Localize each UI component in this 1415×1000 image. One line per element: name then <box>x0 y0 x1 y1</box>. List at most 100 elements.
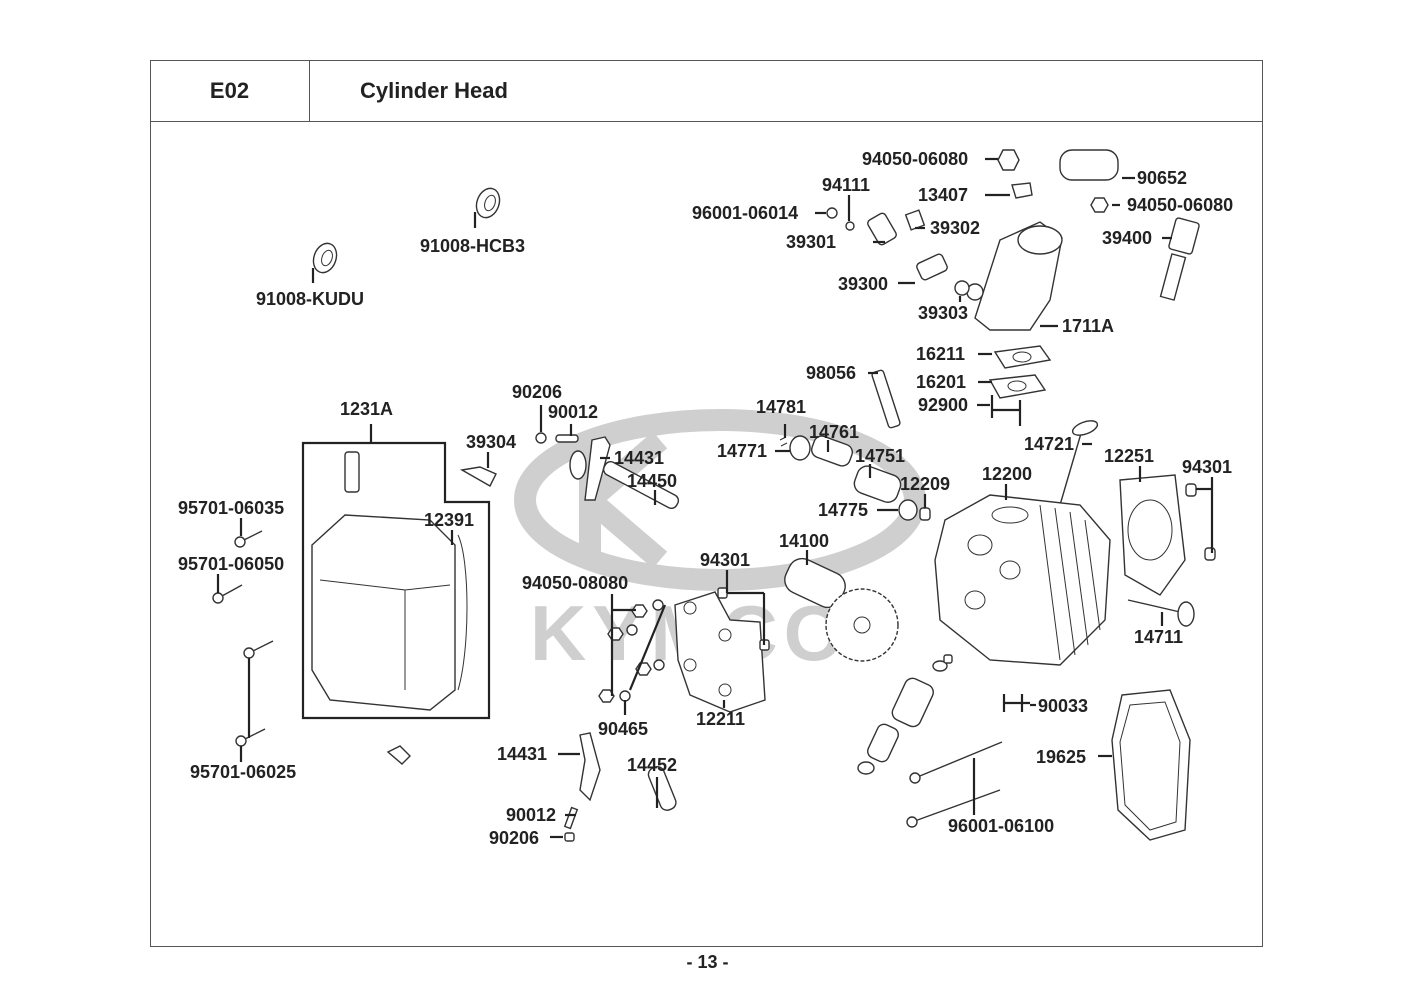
bearing-91008-hcb3 <box>473 187 501 228</box>
camshaft-holder-12211 <box>674 591 766 713</box>
part-label-94301: 94301 <box>700 550 750 570</box>
dowel-94301-a <box>1185 483 1216 561</box>
part-label-14100: 14100 <box>779 531 829 551</box>
part-label-1231A: 1231A <box>340 399 393 419</box>
seal-12209 <box>919 507 931 521</box>
cylinder-head-12200 <box>934 494 1111 666</box>
dowel-pins-92900 <box>990 395 1022 426</box>
part-label-90012: 90012 <box>506 805 556 825</box>
part-label-94050-06080: 94050-06080 <box>862 149 968 169</box>
bolt-95701-06035 <box>234 530 263 548</box>
group-bracket-1231A <box>301 441 491 720</box>
bolt-96001-06014 <box>826 207 838 219</box>
temperature-sensor-39400 <box>1168 217 1200 255</box>
washer-94111 <box>845 221 855 231</box>
breather-tube <box>344 451 360 493</box>
part-label-90033: 90033 <box>1038 696 1088 716</box>
cover-gasket-12391 <box>457 534 468 691</box>
part-label-1711A: 1711A <box>1062 316 1114 336</box>
cover-gasket-19625 <box>1111 689 1191 841</box>
spring-14761 <box>810 435 854 467</box>
part-label-90652: 90652 <box>1137 168 1187 188</box>
part-label-14751: 14751 <box>855 446 905 466</box>
rocker-arm-group-lower <box>563 732 677 842</box>
spring-14751 <box>853 465 902 503</box>
part-label-14775: 14775 <box>818 500 868 520</box>
screw-90012-b <box>563 806 579 830</box>
part-label-96001-06100: 96001-06100 <box>948 816 1054 836</box>
valve-14721 <box>1059 420 1099 506</box>
bolt-95701-06050 <box>212 584 243 604</box>
part-label-14761: 14761 <box>809 422 859 442</box>
cylinder-head-cover-group <box>301 441 491 720</box>
part-label-14771: 14771 <box>717 441 767 461</box>
injector-39300 <box>916 253 948 281</box>
clip-part <box>386 745 411 765</box>
part-label-92900: 92900 <box>918 395 968 415</box>
part-label-16201: 16201 <box>916 372 966 392</box>
hose-clamp-90652 <box>1059 149 1119 181</box>
gasket-16201 <box>988 374 1047 399</box>
head-gasket-12251 <box>1119 474 1186 596</box>
part-label-12209: 12209 <box>900 474 950 494</box>
exhaust-valve-spring-group <box>857 654 953 775</box>
rocker-shaft-14450 <box>602 460 680 510</box>
part-labels: 94050-06080 90652 94050-06080 94111 1340… <box>178 149 1233 848</box>
part-label-94301: 94301 <box>1182 457 1232 477</box>
nut-94050-06080-b <box>1090 197 1109 213</box>
bracket-13407 <box>1011 182 1033 199</box>
diagram-frame <box>150 60 1263 947</box>
seat-14775 <box>898 499 918 521</box>
part-label-96001-06014: 96001-06014 <box>692 203 798 223</box>
o-ring-39303 <box>954 280 970 296</box>
part-label-14431: 14431 <box>497 744 547 764</box>
part-label-91008-kudu: 91008-KUDU <box>256 289 364 309</box>
cylinder-head-cover <box>311 514 456 711</box>
section-title: Cylinder Head <box>360 78 508 103</box>
part-label-13407: 13407 <box>918 185 968 205</box>
part-label-95701-06025: 95701-06025 <box>190 762 296 782</box>
part-label-39304: 39304 <box>466 432 516 452</box>
section-code: E02 <box>150 60 310 122</box>
nut-94050-06080-a <box>997 149 1020 171</box>
page-number: - 13 - <box>686 952 729 972</box>
thermostat-housing-group <box>826 149 1200 331</box>
screw-90012-a <box>555 434 579 443</box>
camshaft-14100 <box>784 557 899 662</box>
spark-plug-98056 <box>871 369 901 429</box>
part-label-14711: 14711 <box>1134 627 1183 647</box>
part-label-19625: 19625 <box>1036 747 1086 767</box>
part-39304 <box>459 466 497 487</box>
part-label-98056: 98056 <box>806 363 856 383</box>
part-label-12251: 12251 <box>1104 446 1154 466</box>
part-label-94111: 94111 <box>822 175 870 195</box>
part-label-39301: 39301 <box>786 232 836 252</box>
part-label-12200: 12200 <box>982 464 1032 484</box>
part-label-39303: 39303 <box>918 303 968 323</box>
part-label-14452: 14452 <box>627 755 677 775</box>
header-divider <box>310 121 1263 122</box>
nut-90206-a <box>535 432 547 444</box>
rocker-arm-group-upper <box>459 432 680 510</box>
part-label-95701-06035: 95701-06035 <box>178 498 284 518</box>
leader-lines <box>216 157 1214 839</box>
rocker-arm-14431-b <box>579 732 601 802</box>
bolts-95701-06025 <box>235 640 274 747</box>
nut-90206-b <box>564 832 575 842</box>
part-label-14721: 14721 <box>1024 434 1074 454</box>
part-label-39300: 39300 <box>838 274 888 294</box>
rocker-shaft-14452 <box>647 766 677 811</box>
part-label-90465: 90465 <box>598 719 648 739</box>
part-label-95701-06050: 95701-06050 <box>178 554 284 574</box>
part-label-90206: 90206 <box>489 828 539 848</box>
bearing-91008-kudu <box>311 242 338 283</box>
part-label-39302: 39302 <box>930 218 980 238</box>
retainer-14771 <box>789 435 811 461</box>
part-label-90206: 90206 <box>512 382 562 402</box>
watermark-logo-ring <box>514 409 926 591</box>
part-label-14450: 14450 <box>627 471 677 491</box>
part-label-94050-06080: 94050-06080 <box>1127 195 1233 215</box>
part-label-39400: 39400 <box>1102 228 1152 248</box>
valve-spring-group <box>779 435 931 521</box>
